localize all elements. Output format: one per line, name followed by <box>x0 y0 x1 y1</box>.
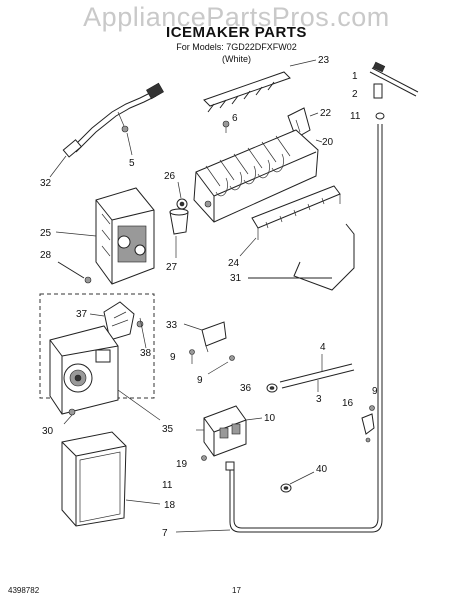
callout-11b: 11 <box>162 480 173 491</box>
callout-27: 27 <box>166 262 178 273</box>
callout-18: 18 <box>164 500 176 511</box>
screw-9a-part <box>189 349 195 364</box>
callout-11a: 11 <box>350 111 361 122</box>
leader-7 <box>175 529 231 533</box>
clamp-screw-part <box>369 405 375 411</box>
leader-10 <box>245 417 263 421</box>
leader-23 <box>289 59 317 67</box>
heater-part <box>251 185 341 240</box>
color-line: (White) <box>222 54 251 64</box>
shutoff-arm-part <box>248 223 355 291</box>
callout-10: 10 <box>264 413 276 424</box>
callout-38: 38 <box>140 348 152 359</box>
callout-9b: 9 <box>197 375 203 386</box>
mount-screw-part <box>63 408 76 425</box>
ice-mold-part <box>193 129 319 223</box>
housing-screw-part <box>57 261 92 284</box>
callout-26: 26 <box>164 171 176 182</box>
callout-36: 36 <box>240 383 252 394</box>
callout-24: 24 <box>228 258 240 269</box>
callout-4: 4 <box>320 342 326 353</box>
callout-30: 30 <box>42 426 54 437</box>
watermark: AppliancePartsPros.com <box>83 2 390 32</box>
water-inlet-fitting-part <box>369 61 419 120</box>
callout-31: 31 <box>230 273 242 284</box>
leader-20 <box>315 139 323 143</box>
wire-harness-part <box>62 82 164 158</box>
leader-25 <box>55 231 97 237</box>
valve-nut-part <box>225 461 235 471</box>
diagram-title: ICEMAKER PARTS <box>166 24 307 41</box>
ejector-part <box>203 71 291 113</box>
callout-22: 22 <box>320 108 332 119</box>
fill-cup-part <box>169 208 189 235</box>
page-number: 17 <box>232 586 241 595</box>
water-line-part <box>229 124 383 533</box>
grommet-40-part <box>280 483 292 493</box>
callout-28: 28 <box>40 250 52 261</box>
leader-40 <box>289 471 315 485</box>
callout-23: 23 <box>318 55 330 66</box>
control-housing-part <box>95 187 155 285</box>
callout-25: 25 <box>40 228 52 239</box>
callout-19: 19 <box>176 459 188 470</box>
leader-22 <box>309 112 319 117</box>
callout-7: 7 <box>162 528 168 539</box>
callout-16: 16 <box>342 398 354 409</box>
screw-part <box>222 120 230 133</box>
callout-33: 33 <box>166 320 178 331</box>
fill-tube-part <box>279 363 355 389</box>
model-line: For Models: 7GD22DFXFW02 <box>176 42 297 52</box>
bracket-part <box>201 321 227 353</box>
bearing-part <box>176 198 188 210</box>
leader-18 <box>125 499 161 505</box>
leader-5 <box>126 132 133 156</box>
callout-2: 2 <box>352 89 358 100</box>
grommet-part <box>266 383 278 393</box>
clamp-16-part <box>361 413 375 443</box>
document-number: 4398782 <box>8 586 40 595</box>
callout-9c: 9 <box>372 386 378 397</box>
leader-26 <box>177 181 182 199</box>
water-valve-part <box>196 405 247 457</box>
leader-35 <box>117 389 161 421</box>
leader-33 <box>183 323 203 331</box>
callout-32: 32 <box>40 178 52 189</box>
callout-40: 40 <box>316 464 328 475</box>
callout-3: 3 <box>316 394 322 405</box>
callout-6: 6 <box>232 113 238 124</box>
valve-screw-part <box>201 455 207 461</box>
leader-37 <box>89 313 105 317</box>
leader-9b <box>207 361 229 375</box>
leader-32 <box>49 155 67 178</box>
callout-35: 35 <box>162 424 174 435</box>
callout-9a: 9 <box>170 352 176 363</box>
screw-9b-part <box>229 355 235 361</box>
callout-5: 5 <box>129 158 135 169</box>
leader-24 <box>239 237 257 257</box>
motor-mount-part <box>49 325 119 415</box>
cover-18-part <box>61 431 127 527</box>
callout-1: 1 <box>352 71 358 82</box>
callout-37: 37 <box>76 309 88 320</box>
callout-20: 20 <box>322 137 334 148</box>
